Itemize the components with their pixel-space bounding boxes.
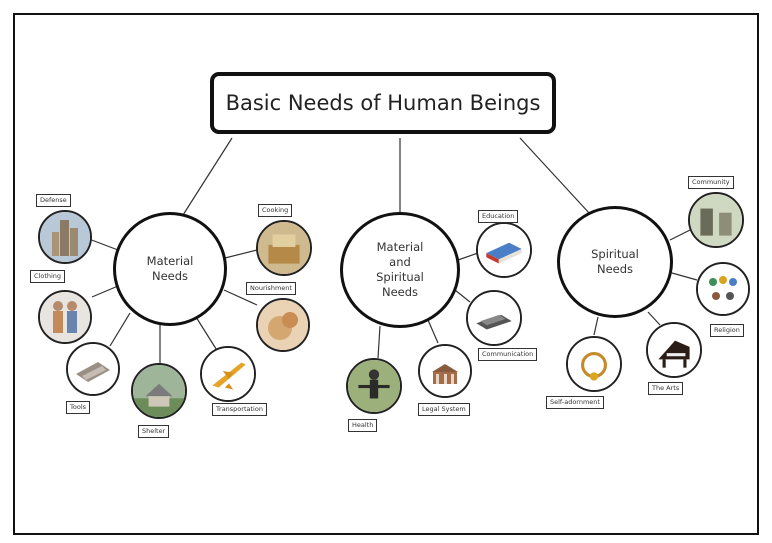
community-icon bbox=[688, 192, 744, 248]
hub-material-spiritual-needs: Material and Spiritual Needs bbox=[340, 212, 460, 328]
clothing-icon bbox=[38, 290, 92, 344]
hub-spiritual-needs: Spiritual Needs bbox=[557, 206, 673, 318]
label-community: Community bbox=[688, 176, 734, 189]
nourishment-icon bbox=[256, 298, 310, 352]
label-self-adornment: Self-adornment bbox=[546, 396, 604, 409]
label-legal-system: Legal System bbox=[418, 403, 470, 416]
label-transportation: Transportation bbox=[212, 403, 267, 416]
the-arts-icon bbox=[646, 322, 702, 378]
communication-icon bbox=[466, 290, 522, 346]
defense-icon bbox=[38, 210, 92, 264]
tools-icon bbox=[66, 342, 120, 396]
cooking-icon bbox=[256, 220, 312, 276]
label-cooking: Cooking bbox=[258, 204, 293, 217]
label-clothing: Clothing bbox=[30, 270, 66, 283]
label-the-arts: The Arts bbox=[648, 382, 684, 395]
label-communication: Communication bbox=[478, 348, 538, 361]
label-religion: Religion bbox=[710, 324, 744, 337]
legal-system-icon bbox=[418, 344, 472, 398]
label-education: Education bbox=[478, 210, 519, 223]
self-adornment-icon bbox=[566, 336, 622, 392]
shelter-icon bbox=[131, 363, 187, 419]
religion-icon bbox=[696, 262, 750, 316]
label-nourishment: Nourishment bbox=[246, 282, 296, 295]
transportation-icon bbox=[200, 346, 256, 402]
hub-material-needs: Material Needs bbox=[113, 212, 227, 326]
diagram-title: Basic Needs of Human Beings bbox=[210, 72, 556, 134]
health-icon bbox=[346, 358, 402, 414]
label-health: Health bbox=[348, 419, 378, 432]
label-tools: Tools bbox=[66, 401, 91, 414]
label-defense: Defense bbox=[36, 194, 71, 207]
label-shelter: Shelter bbox=[138, 425, 170, 438]
education-icon bbox=[476, 222, 532, 278]
